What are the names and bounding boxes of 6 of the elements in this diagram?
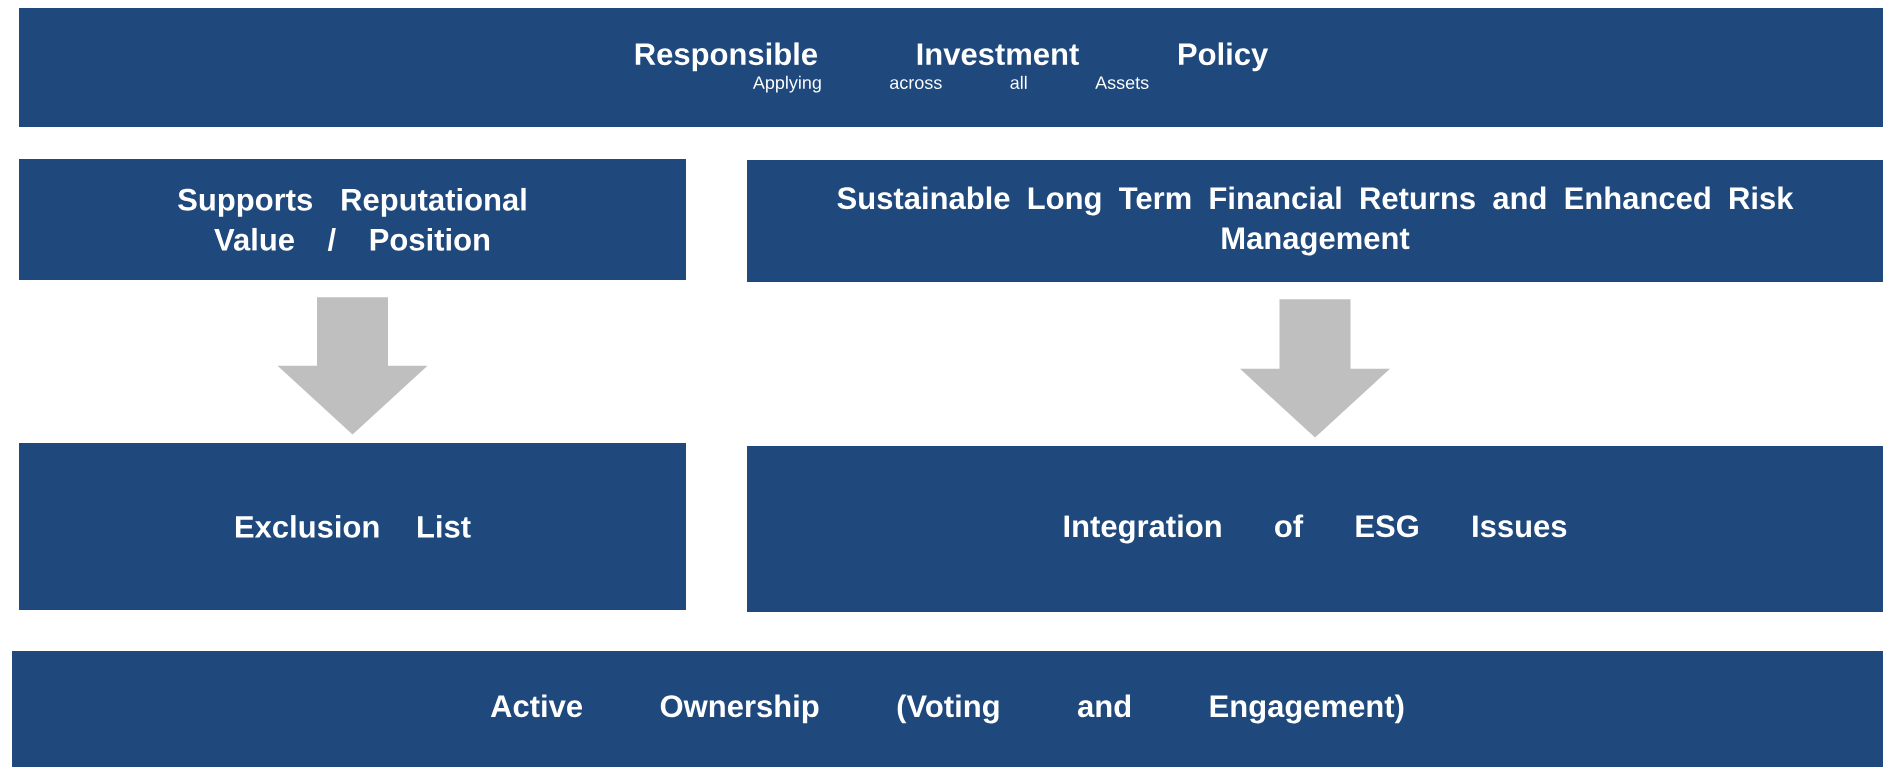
text-box: Exclusion List [19,443,686,610]
text-box: Sustainable Long Term Financial Returns and Enhanced Risk Management [747,160,1883,282]
text-box: Active Ownership (Voting and Engagement) [12,651,1883,767]
text-box: Responsible Investment Policy Applying across all Assets [19,8,1883,127]
text-box: Supports Reputational Value / Position [19,159,686,280]
text-box: Integration of ESG Issues [747,446,1883,612]
